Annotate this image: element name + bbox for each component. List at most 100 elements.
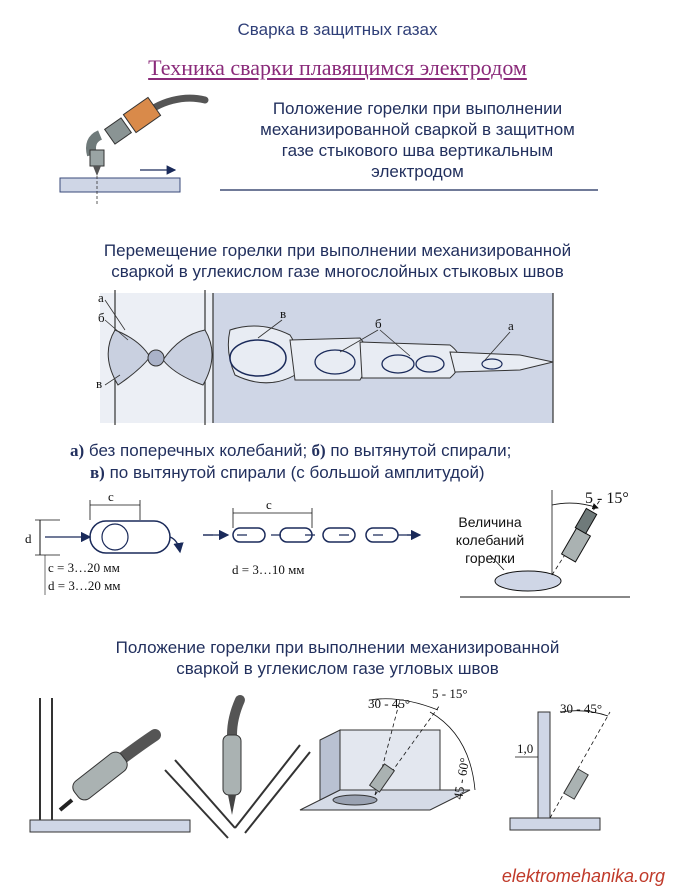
bead-right	[162, 329, 213, 386]
label-a: а	[98, 290, 104, 305]
torch-body	[72, 751, 128, 801]
torch-handle	[122, 96, 162, 134]
torch-body	[574, 507, 598, 535]
leader-b-panel-2	[379, 329, 411, 357]
leader-b	[104, 319, 129, 341]
torch-angle: 5 - 15°	[585, 490, 629, 507]
spiral-b2	[381, 354, 415, 374]
label-a-panel: а	[508, 318, 514, 333]
fillet-fig-2	[164, 695, 311, 839]
fillet-fig-3: 30 - 45° 5 - 15° 45 - 60°	[299, 686, 476, 811]
weave-circle	[101, 523, 129, 551]
wall-plate	[537, 711, 551, 821]
angle-30-45: 30 - 45°	[368, 696, 410, 711]
groove-v	[227, 325, 301, 384]
plate-right	[234, 744, 301, 829]
fillet-fig-1	[29, 698, 191, 833]
d-range: d = 3…20 мм	[48, 578, 121, 593]
angle-5-15: 5 - 15°	[432, 686, 468, 701]
vertical-torch-figure	[59, 94, 209, 205]
subtitle-text: Техника сварки плавящимся электродом	[148, 55, 527, 80]
caption-line: газе стыкового шва вертикальным	[281, 141, 554, 160]
legend-key-b: б)	[307, 441, 326, 460]
legend-key-v: в)	[90, 463, 105, 482]
wall-side-3d	[319, 729, 341, 801]
label-v-panel: в	[280, 306, 286, 321]
torch-tip	[58, 798, 74, 812]
d-range2: d = 3…10 мм	[232, 562, 305, 577]
spiral-b1	[314, 349, 356, 375]
wall-face-3d	[339, 729, 441, 791]
travel-line-out	[169, 536, 184, 554]
legend-text-v: по вытянутой спирали (с большой амплитуд…	[104, 463, 485, 482]
section4-caption: Положение горелки при выполнении механиз…	[0, 637, 675, 679]
torch-tip	[228, 795, 236, 815]
label-b: б	[98, 310, 105, 325]
chain-link	[322, 527, 356, 543]
section1-caption: Положение горелки при выполнении механиз…	[220, 98, 615, 182]
page-subtitle: Техника сварки плавящимся электродом	[0, 55, 675, 81]
angle-arc	[559, 710, 609, 717]
movement-legend-line1: а) без поперечных колебаний; б) по вытян…	[70, 440, 511, 461]
caption-line: электродом	[371, 162, 464, 181]
dim-1-0: 1,0	[517, 741, 533, 756]
caption-line: механизированной сваркой в защитном	[260, 120, 575, 139]
torch-body	[222, 734, 242, 796]
spiral-a	[481, 358, 503, 370]
weld-bead	[494, 570, 562, 592]
caption-line: Величина	[458, 514, 522, 530]
groove-b2	[359, 341, 461, 379]
torch-amplitude-figure: 5 - 15°	[460, 490, 630, 598]
caption-line: колебаний	[455, 532, 525, 548]
arc-2	[429, 711, 476, 791]
leader-v-panel	[257, 319, 283, 339]
amp-leader	[489, 554, 505, 571]
section2-caption: Перемещение горелки при выполнении механ…	[0, 240, 675, 282]
butt-joint-section: а б в	[96, 290, 220, 425]
caption-line: сваркой в углекислом газе многослойных с…	[111, 262, 564, 281]
c-label: c	[108, 489, 114, 504]
root-bead	[147, 349, 165, 367]
label-b-panel: б	[375, 316, 382, 331]
torch-nozzle	[89, 149, 105, 167]
legend-text-a: без поперечных колебаний;	[84, 441, 308, 460]
torch-axis	[549, 711, 611, 819]
hose	[114, 729, 161, 766]
leader-a-panel	[484, 331, 511, 361]
angle-30-45-b: 30 - 45°	[560, 701, 602, 716]
weave-pattern-panel: в б а	[212, 293, 554, 423]
nozzle-tip	[93, 166, 101, 176]
hose	[227, 695, 245, 740]
chain-link	[232, 527, 266, 543]
caption-line: сваркой в углекислом газе угловых швов	[176, 659, 499, 678]
torch-nozzle	[563, 768, 589, 800]
c-range: c = 3…20 мм	[48, 560, 120, 575]
fillet-fig-4: 30 - 45° 1,0	[509, 701, 611, 831]
floor-plate	[29, 819, 191, 833]
floor-plate	[509, 817, 601, 831]
caption-line: Перемещение горелки при выполнении механ…	[103, 241, 572, 260]
spiral-b3	[415, 355, 445, 373]
c2-label: c	[266, 497, 272, 512]
label-v: в	[96, 376, 102, 391]
fillet-bead	[332, 794, 378, 806]
arc-1	[369, 698, 439, 711]
d-label: d	[25, 531, 32, 546]
caption-line: Положение горелки при выполнении	[272, 99, 563, 118]
leader-v	[104, 374, 121, 386]
watermark: elektromehanika.org	[501, 866, 665, 886]
plate-left	[174, 759, 236, 829]
chain-weave-figure: c d = 3…10 мм	[203, 497, 422, 577]
axis-b	[374, 704, 441, 796]
torch-nozzle	[368, 763, 396, 793]
leader-a	[104, 299, 126, 331]
plate-right-inner	[244, 751, 311, 834]
caption-line: Положение горелки при выполнении механиз…	[115, 638, 560, 657]
leader-b-panel-1	[339, 329, 379, 353]
bead-left	[107, 329, 151, 386]
amplitude-caption: Величина колебаний горелки	[440, 513, 540, 567]
base-plate	[59, 177, 181, 193]
spiral-v	[229, 339, 287, 377]
plate-left-inner	[164, 769, 229, 839]
